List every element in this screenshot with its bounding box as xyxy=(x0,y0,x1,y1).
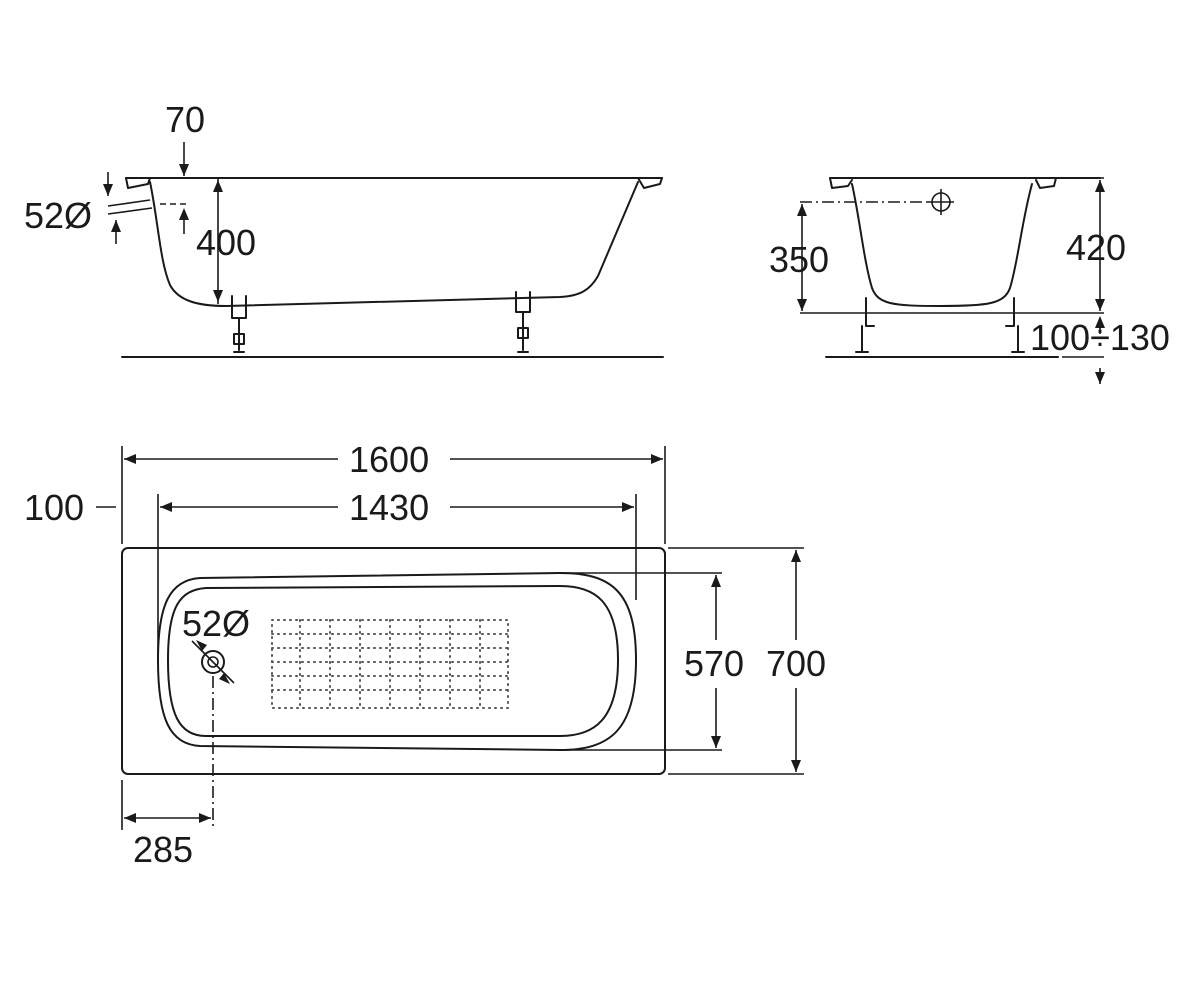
side-left-foot xyxy=(231,295,247,353)
plan-inner-length-label: 1430 xyxy=(349,487,429,528)
side-overflow-dim-arrow xyxy=(179,208,189,220)
end-rim-left-lip xyxy=(829,177,853,189)
side-drain-label: 52Ø xyxy=(24,195,92,236)
plan-drain-symbol xyxy=(191,640,235,684)
side-drain-arrow-bottom xyxy=(111,220,121,232)
end-rim-right-lip xyxy=(1035,177,1057,189)
side-right-foot xyxy=(515,291,531,353)
plan-antislip-pattern xyxy=(271,619,509,709)
side-drain-arrow-top xyxy=(103,184,113,196)
plan-drain-offset-label: 285 xyxy=(133,829,193,870)
side-tub-body xyxy=(149,181,639,307)
end-leg-range-label: 100÷130 xyxy=(1030,317,1170,358)
plan-width-label: 700 xyxy=(766,643,826,684)
plan-inner-width-label: 570 xyxy=(684,643,744,684)
side-view: 400 70 52Ø xyxy=(24,99,664,358)
plan-basin-outer xyxy=(157,572,637,751)
end-left-leg xyxy=(855,297,875,353)
side-top-dim-label: 70 xyxy=(165,99,205,140)
side-top-dim-arrow xyxy=(179,164,189,176)
end-total-height-label: 420 xyxy=(1066,227,1126,268)
side-overflow-pipe xyxy=(107,199,153,215)
plan-view: 52Ø 1600 1430 100 570 700 xyxy=(24,439,826,870)
end-right-leg xyxy=(1005,297,1025,353)
end-tub-body xyxy=(851,183,1033,307)
end-view: 350 420 100÷130 xyxy=(769,177,1170,384)
side-depth-arrow-top xyxy=(213,180,223,192)
side-rim-left-lip xyxy=(125,177,151,189)
plan-outer-outline xyxy=(121,547,666,775)
plan-length-label: 1600 xyxy=(349,439,429,480)
side-depth-label: 400 xyxy=(196,222,256,263)
plan-basin-inner xyxy=(167,585,619,737)
plan-offset-label: 100 xyxy=(24,487,84,528)
side-depth-arrow-bottom xyxy=(213,290,223,302)
end-overflow-height-label: 350 xyxy=(769,239,829,280)
plan-drain-label: 52Ø xyxy=(182,603,250,644)
side-rim-right-lip xyxy=(637,177,663,189)
